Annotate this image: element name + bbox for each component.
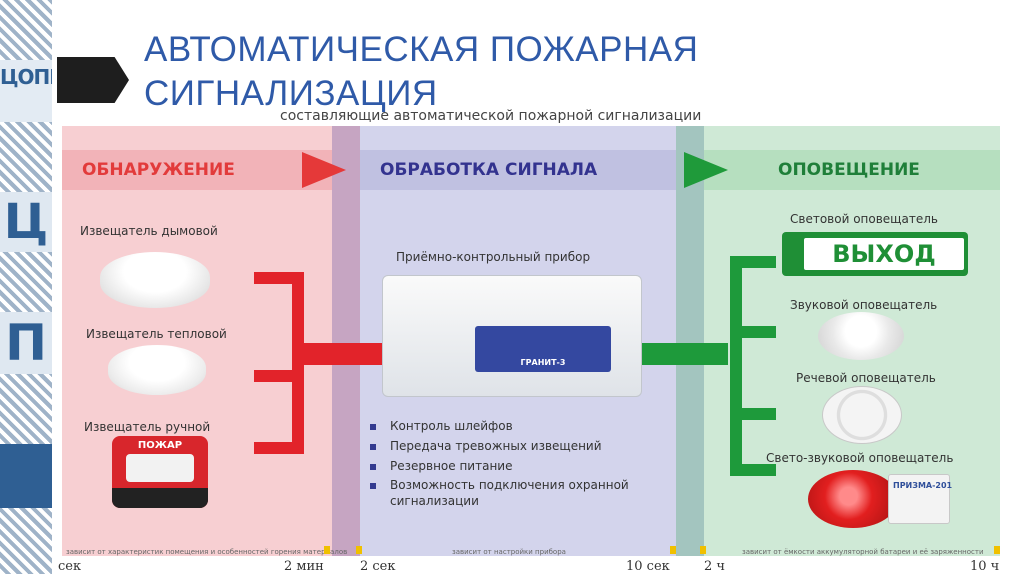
heat-detector-image bbox=[108, 345, 206, 395]
voice-speaker-image bbox=[822, 386, 902, 444]
control-panel-image: ГРАНИТ-3 bbox=[382, 275, 642, 397]
letter-block: П bbox=[0, 312, 52, 374]
green-connector bbox=[642, 343, 728, 365]
timeline-label: сек bbox=[58, 559, 82, 574]
light-sound-box-image: ПРИЗМА-201 bbox=[888, 474, 953, 524]
control-panel-brand: ГРАНИТ-3 bbox=[520, 358, 566, 367]
red-bracket-vertical bbox=[292, 272, 304, 454]
timeline-tick bbox=[994, 546, 1000, 554]
side-letter: П bbox=[5, 314, 47, 372]
panel-label: Приёмно-контрольный прибор bbox=[396, 250, 591, 264]
timeline-tick bbox=[700, 546, 706, 554]
red-bracket-mid bbox=[254, 370, 300, 382]
red-bracket-top bbox=[254, 272, 300, 284]
green-bracket-vertical bbox=[730, 256, 742, 476]
processing-header-band bbox=[360, 150, 676, 190]
slide-title-line2: СИГНАЛИЗАЦИЯ bbox=[144, 74, 438, 113]
smoke-detector-image bbox=[100, 252, 210, 308]
function-item: Возможность подключения охранной сигнали… bbox=[370, 477, 672, 509]
detection-note: зависит от характеристик помещения и осо… bbox=[66, 548, 348, 556]
side-letter: Ц bbox=[3, 194, 49, 250]
divider-panel bbox=[332, 126, 360, 556]
light-sound-box-label: ПРИЗМА-201 bbox=[893, 481, 953, 490]
manual-call-point-label: ПОЖАР bbox=[137, 440, 183, 451]
side-logo-text: ЦОПП bbox=[0, 65, 52, 89]
manual-call-point-face bbox=[126, 454, 194, 482]
people-icon-block bbox=[0, 444, 52, 508]
notification-header-band bbox=[704, 150, 1000, 190]
detector-label-manual: Извещатель ручной bbox=[84, 420, 211, 434]
notification-note: зависит от ёмкости аккумуляторной батаре… bbox=[742, 548, 984, 556]
detector-label-heat: Извещатель тепловой bbox=[86, 327, 227, 341]
green-bracket-branch bbox=[730, 408, 776, 420]
timeline-label: 10 сек bbox=[626, 559, 670, 574]
detector-label-smoke: Извещатель дымовой bbox=[80, 224, 218, 238]
timeline-label: 2 ч bbox=[704, 559, 725, 574]
green-bracket-branch bbox=[730, 326, 776, 338]
notifier-label-light-sound: Свето-звуковой оповещатель bbox=[766, 451, 954, 465]
timeline-tick bbox=[356, 546, 362, 554]
divider-panel bbox=[676, 126, 704, 556]
timeline-label: 2 мин bbox=[284, 559, 324, 574]
function-item: Передача тревожных извещений bbox=[370, 438, 672, 454]
timeline-bar bbox=[52, 558, 1024, 574]
pattern-block bbox=[0, 374, 52, 444]
light-sound-notifier-image bbox=[808, 470, 898, 528]
control-panel-screen bbox=[475, 326, 611, 372]
logo-block: ЦОПП bbox=[0, 60, 52, 122]
function-item: Контроль шлейфов bbox=[370, 418, 672, 434]
letter-block: Ц bbox=[0, 192, 52, 252]
green-bracket-branch bbox=[730, 256, 776, 268]
manual-call-point-image: ПОЖАР bbox=[112, 436, 208, 508]
green-bracket-branch bbox=[730, 464, 776, 476]
infographic-subtitle: составляющие автоматической пожарной сиг… bbox=[280, 108, 702, 124]
slide-title: АВТОМАТИЧЕСКАЯ ПОЖАРНАЯ СИГНАЛИЗАЦИЯ bbox=[144, 28, 764, 116]
exit-sign-text: ВЫХОД bbox=[832, 240, 936, 268]
detection-header-band bbox=[62, 150, 332, 190]
exit-sign-image: ВЫХОД bbox=[782, 232, 968, 276]
detection-header: ОБНАРУЖЕНИЕ bbox=[82, 160, 235, 180]
pattern-block bbox=[0, 508, 52, 574]
timeline-tick bbox=[324, 546, 330, 554]
notification-header: ОПОВЕЩЕНИЕ bbox=[778, 160, 920, 180]
slide-title-line1: АВТОМАТИЧЕСКАЯ ПОЖАРНАЯ bbox=[144, 30, 699, 69]
decorative-side-strip: ЦОПП Ц П bbox=[0, 0, 52, 574]
processing-note: зависит от настройки прибора bbox=[452, 548, 566, 556]
timeline-label: 2 сек bbox=[360, 559, 396, 574]
function-item: Резервное питание bbox=[370, 458, 672, 474]
processing-header: ОБРАБОТКА СИГНАЛА bbox=[380, 160, 598, 180]
sound-notifier-image bbox=[818, 312, 904, 360]
pattern-block bbox=[0, 122, 52, 192]
notifier-label-voice: Речевой оповещатель bbox=[796, 371, 936, 385]
timeline-tick bbox=[670, 546, 676, 554]
notifier-label-sound: Звуковой оповещатель bbox=[790, 298, 938, 312]
manual-call-point-base bbox=[112, 488, 208, 508]
exit-sign-inner bbox=[804, 238, 964, 270]
pattern-block bbox=[0, 252, 52, 312]
notifier-label-light: Световой оповещатель bbox=[790, 212, 938, 226]
red-connector bbox=[300, 343, 384, 365]
red-bracket-bottom bbox=[254, 442, 300, 454]
pattern-block bbox=[0, 0, 52, 60]
timeline-label: 10 ч bbox=[970, 559, 1000, 574]
title-arrow-icon bbox=[57, 57, 129, 103]
